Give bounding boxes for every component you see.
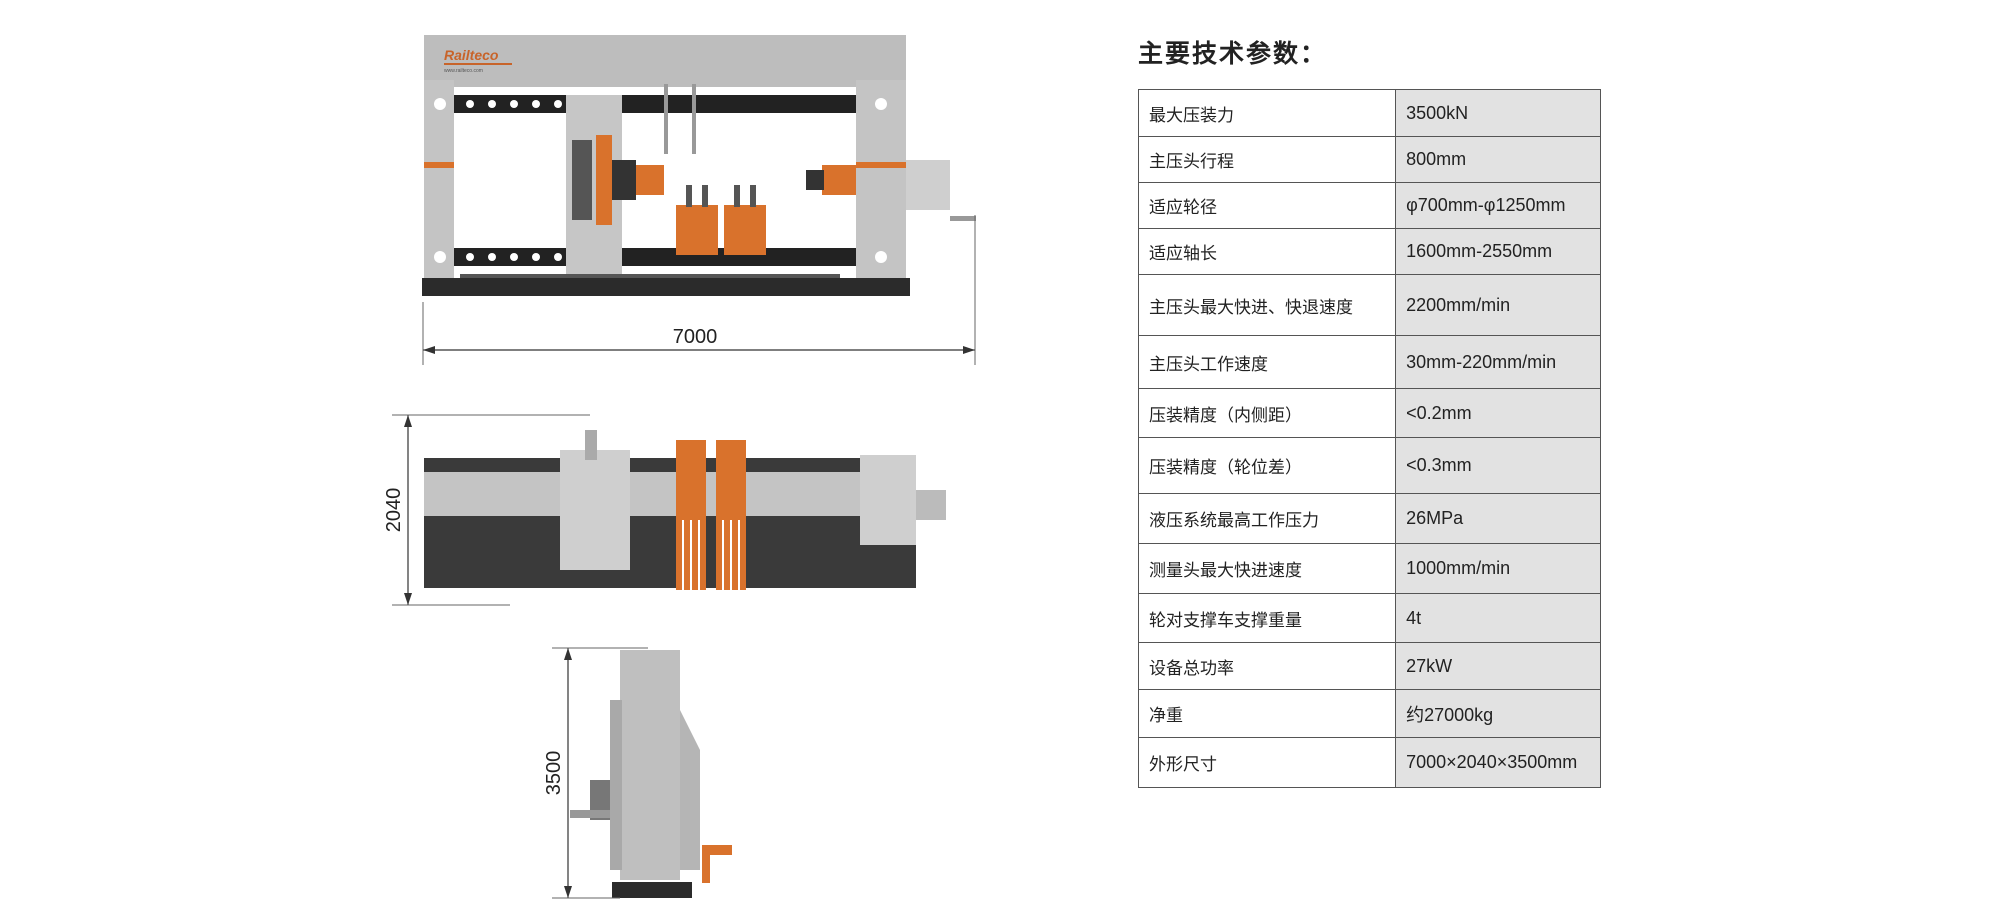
- dimension-height-label: 3500: [543, 751, 565, 796]
- spec-label: 液压系统最高工作压力: [1137, 493, 1397, 544]
- spec-value: 1600mm-2550mm: [1395, 228, 1601, 275]
- side-view-column: [620, 650, 680, 880]
- left-column: [424, 80, 454, 280]
- spec-value: 7000×2040×3500mm: [1395, 737, 1601, 788]
- spec-label: 净重: [1137, 689, 1397, 738]
- upper-tie-bar: [454, 95, 856, 113]
- spec-value: <0.2mm: [1395, 388, 1601, 438]
- support-cart-right: [724, 185, 766, 255]
- spec-value: <0.3mm: [1395, 437, 1601, 494]
- front-view-drawing: Railteco www.railteco.com 7000: [422, 35, 976, 365]
- spec-value: 27kW: [1395, 642, 1601, 690]
- spec-value: 30mm-220mm/min: [1395, 335, 1601, 389]
- dimension-width-label: 2040: [383, 488, 405, 533]
- top-view-cart-right: [716, 440, 746, 590]
- spec-value: 2200mm/min: [1395, 274, 1601, 336]
- spec-label: 测量头最大快进速度: [1137, 543, 1397, 594]
- base-rail: [422, 278, 910, 296]
- spec-label: 设备总功率: [1137, 642, 1397, 690]
- side-view-drawing: 3500: [543, 647, 732, 899]
- right-column: [856, 80, 906, 280]
- side-view-base: [612, 882, 692, 898]
- spec-label: 轮对支撑车支撑重量: [1137, 593, 1397, 643]
- spec-label: 主压头工作速度: [1137, 335, 1397, 389]
- spec-value: 1000mm/min: [1395, 543, 1601, 594]
- spec-value: 26MPa: [1395, 493, 1601, 544]
- brand-url: www.railteco.com: [444, 68, 483, 74]
- spec-label: 适应轴长: [1137, 228, 1397, 275]
- spec-label: 主压头最大快进、快退速度: [1137, 274, 1397, 336]
- spec-label: 外形尺寸: [1137, 737, 1397, 788]
- right-column-accent: [856, 162, 906, 168]
- table-row: 压装精度（轮位差）<0.3mm: [1137, 437, 1601, 494]
- spec-label: 最大压装力: [1137, 89, 1397, 137]
- brand-logo: Railteco: [444, 47, 499, 63]
- left-column-accent: [424, 162, 454, 168]
- spec-label: 压装精度（内侧距）: [1137, 388, 1397, 438]
- support-cart-left: [676, 185, 718, 255]
- spec-value: 4t: [1395, 593, 1601, 643]
- top-beam: [424, 35, 906, 87]
- top-view-cart-left: [676, 440, 706, 590]
- spec-value: 约27000kg: [1395, 689, 1601, 738]
- spec-label: 压装精度（轮位差）: [1137, 437, 1397, 494]
- spec-label: 适应轮径: [1137, 182, 1397, 229]
- spec-value: φ700mm-φ1250mm: [1395, 182, 1601, 229]
- table-row: 净重约27000kg: [1137, 689, 1601, 738]
- spec-value: 800mm: [1395, 136, 1601, 183]
- table-row: 压装精度（内侧距）<0.2mm: [1137, 388, 1601, 438]
- dimension-length-label: 7000: [673, 326, 718, 348]
- spec-value: 3500kN: [1395, 89, 1601, 137]
- top-view-frame: [424, 472, 916, 516]
- side-view-support-arm: [702, 845, 732, 855]
- spec-label: 主压头行程: [1137, 136, 1397, 183]
- top-view-drawing: 2040: [383, 414, 946, 606]
- spec-title: 主要技术参数：: [1138, 39, 1328, 68]
